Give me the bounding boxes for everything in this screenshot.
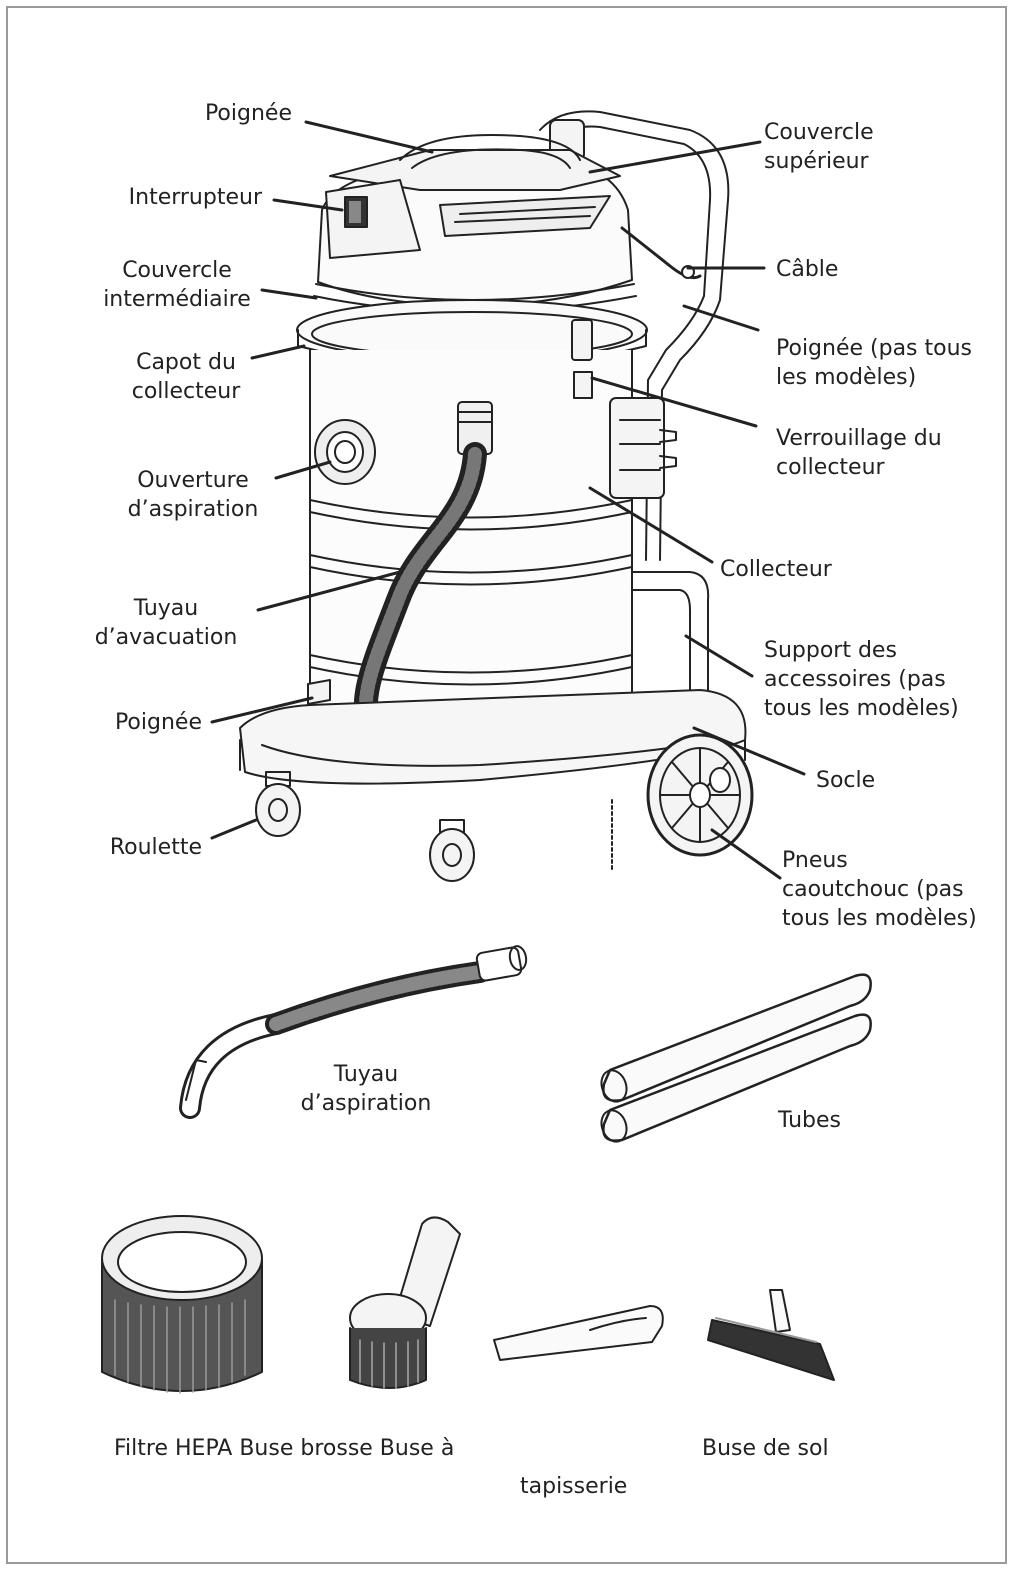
side-accessory-holder <box>609 397 677 499</box>
tubes-drawing <box>600 973 872 1143</box>
hepa-filter-drawing <box>101 1215 263 1394</box>
upholstery-nozzle-drawing <box>493 1305 664 1361</box>
label-capot-collecteur: Capot du collecteur <box>131 350 241 404</box>
label-ouverture-aspiration: Ouverture d’aspiration <box>127 468 259 522</box>
casters <box>255 771 475 882</box>
label-poignee-side: Poignée (pas tous les modèles) <box>776 336 973 390</box>
label-pneus: Pneus caoutchouc (pas tous les modèles) <box>782 848 977 931</box>
motor-head <box>317 134 633 307</box>
label-couvercle-superieur: Couvercle supérieur <box>764 120 874 174</box>
label-support-accessoires: Support des accessoires (pas tous les mo… <box>764 638 959 721</box>
base-handle <box>307 679 331 705</box>
label-roulette: Roulette <box>109 835 202 860</box>
label-tuyau-aspiration: Tuyau d’aspiration <box>300 1062 432 1116</box>
collector-lock <box>571 319 593 399</box>
label-tuyau-evacuation: Tuyau d’avacuation <box>94 596 238 650</box>
label-accessory-row: Filtre HEPA Buse brosse Buse à <box>114 1436 455 1461</box>
tube-support <box>631 571 710 701</box>
diagram-frame <box>6 6 1007 1564</box>
label-verrouillage: Verrouillage du collecteur <box>776 426 942 480</box>
label-poignee-low: Poignée <box>114 710 202 735</box>
rubber-wheel <box>646 733 754 857</box>
label-collecteur: Collecteur <box>720 557 832 582</box>
label-buse-sol: Buse de sol <box>702 1436 829 1461</box>
label-cable: Câble <box>776 257 839 282</box>
label-interrupteur: Interrupteur <box>128 185 262 210</box>
label-socle: Socle <box>816 768 876 793</box>
label-couvercle-intermediaire: Couvercle intermédiaire <box>103 258 251 312</box>
label-poignee-top: Poignée <box>204 101 292 126</box>
suction-inlet <box>314 419 376 485</box>
label-tapisserie: tapisserie <box>520 1474 628 1499</box>
cable-drawing <box>620 226 702 280</box>
leader-lines <box>210 120 806 880</box>
label-tubes: Tubes <box>778 1108 842 1133</box>
floor-nozzle-drawing <box>707 1289 835 1381</box>
brush-nozzle-drawing <box>349 1216 461 1389</box>
suction-hose-drawing <box>179 945 528 1119</box>
